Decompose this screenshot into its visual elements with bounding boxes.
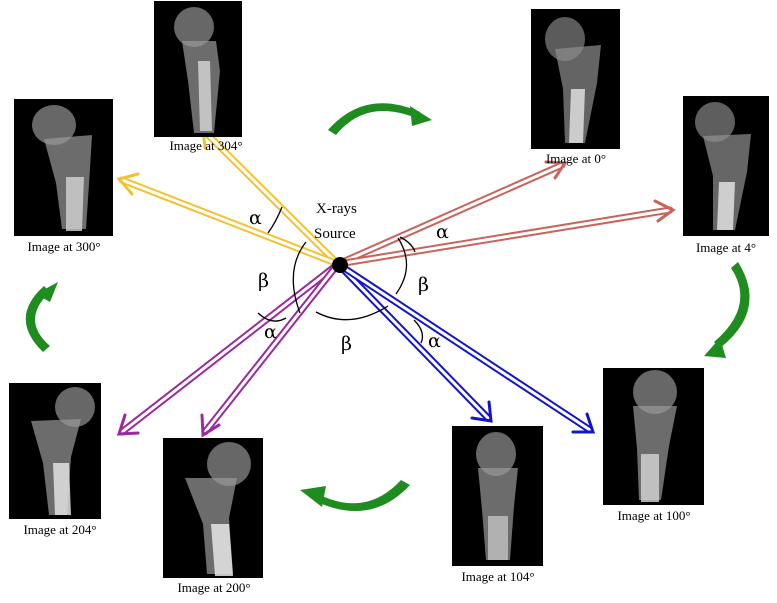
arc-alpha-yellow: [268, 207, 282, 233]
arc-beta-right: [396, 238, 407, 294]
label-alpha-lower-right: α: [428, 330, 441, 352]
label-beta-left: β: [258, 270, 269, 292]
xray-image-200: [163, 438, 263, 578]
source-label-line2: Source: [314, 226, 356, 242]
rotation-arrow-left: [26, 282, 58, 352]
label-alpha-lower-left: α: [264, 321, 277, 343]
label-alpha-top-right: α: [436, 221, 449, 243]
xray-image-300: [14, 99, 113, 236]
xray-image-304: [154, 1, 242, 137]
rotation-arrow-top: [328, 103, 432, 135]
label-alpha-top-left: α: [249, 207, 262, 229]
caption-100: Image at 100°: [584, 508, 724, 524]
caption-4: Image at 4°: [656, 240, 777, 256]
blue-rays: [338, 264, 593, 432]
red-rays: [338, 162, 673, 264]
purple-rays: [119, 264, 338, 435]
ray-group: [119, 130, 673, 435]
xray-image-204: [9, 383, 101, 519]
caption-300: Image at 300°: [0, 239, 134, 255]
caption-304: Image at 304°: [136, 138, 276, 154]
caption-104: Image at 104°: [428, 569, 568, 585]
xray-image-0: [531, 9, 620, 149]
source-label-line1: X-rays: [316, 201, 357, 217]
xray-image-100: [603, 368, 704, 505]
rotation-arrow-bottom: [300, 480, 410, 511]
caption-204: Image at 204°: [0, 522, 130, 538]
xray-image-104: [452, 426, 543, 566]
caption-0: Image at 0°: [506, 151, 646, 167]
label-beta-right: β: [418, 274, 429, 296]
rotation-arrow-right: [704, 262, 750, 358]
xray-source-dot: [332, 257, 348, 273]
label-beta-bottom: β: [341, 333, 352, 355]
xray-image-4: [683, 96, 769, 236]
caption-200: Image at 200°: [144, 580, 284, 596]
